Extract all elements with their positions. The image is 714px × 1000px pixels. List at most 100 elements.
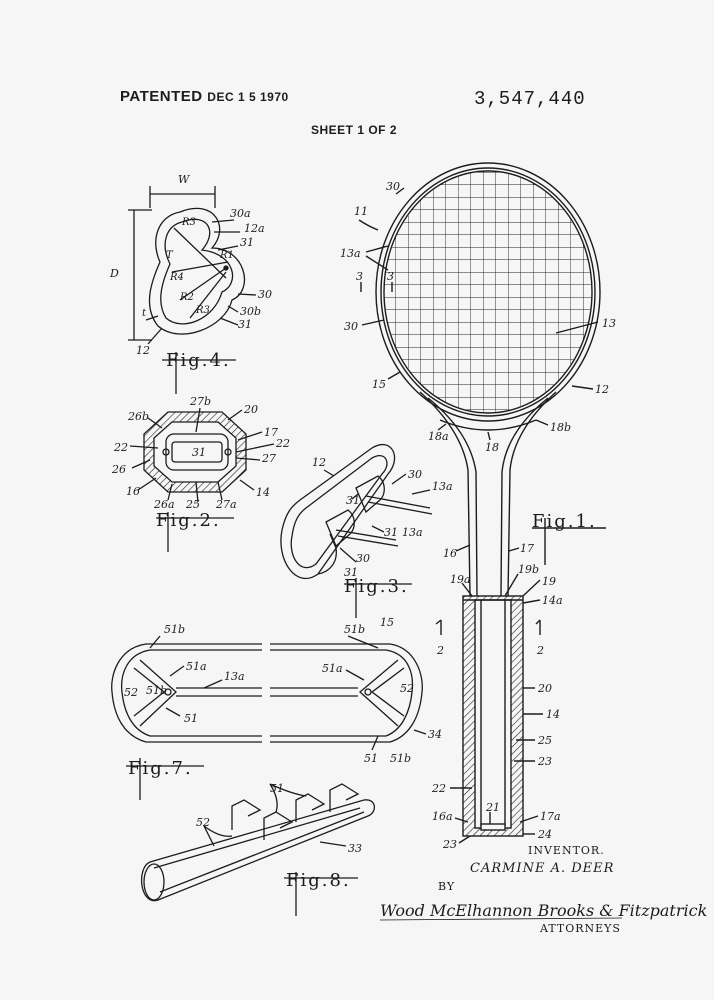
inventor-label: INVENTOR. xyxy=(528,844,605,857)
ref-18b: 18b xyxy=(550,421,571,434)
ref-13: 13 xyxy=(602,317,616,330)
figure-7-caption: Fig.7. xyxy=(128,758,193,779)
ref-25: 25 xyxy=(185,498,200,511)
ref-26a: 26a xyxy=(153,498,175,511)
ref-31: 31 xyxy=(192,446,206,459)
ref-section-2-left: 2 xyxy=(436,644,444,657)
dim-t: t xyxy=(142,308,147,319)
figure-1-labels: 11 30 13a 3 3 30 13 15 12 18a 18 18b Fig… xyxy=(340,180,616,851)
ref-31-top: 31 xyxy=(240,236,254,249)
figure-4-caption: Fig.4. xyxy=(166,350,231,371)
ref-13a: 13a xyxy=(340,247,361,260)
figure-2-handle-section xyxy=(129,407,275,552)
figure-2-caption: Fig.2. xyxy=(156,510,221,531)
ref-19a: 19a xyxy=(450,573,471,586)
ref-33: 33 xyxy=(348,842,362,855)
attorneys-label: ATTORNEYS xyxy=(539,922,621,935)
dim-T: T xyxy=(166,250,174,261)
ref-24: 24 xyxy=(537,828,552,841)
ref-51b-right-top: 51b xyxy=(344,623,365,636)
ref-12: 12 xyxy=(312,456,326,469)
ref-14: 14 xyxy=(546,708,560,721)
ref-11: 11 xyxy=(354,205,368,218)
ref-13a-bottom: 13a xyxy=(402,526,423,539)
ref-23-side: 23 xyxy=(537,755,552,768)
ref-30: 30 xyxy=(258,288,272,301)
ref-19: 19 xyxy=(542,575,556,588)
figure-1-caption: Fig.1. xyxy=(532,511,597,532)
ref-31-bottom: 31 xyxy=(238,318,252,331)
ref-22-right: 22 xyxy=(275,437,290,450)
by-label: BY xyxy=(438,880,455,893)
ref-51a-right: 51a xyxy=(322,662,343,675)
ref-30-top: 30 xyxy=(386,180,400,193)
patent-date: DEC 1 5 1970 xyxy=(207,90,289,104)
ref-30-top: 30 xyxy=(408,468,422,481)
ref-30a: 30a xyxy=(230,207,251,220)
ref-18a: 18a xyxy=(428,430,449,443)
ref-27b: 27b xyxy=(189,395,211,408)
ref-12: 12 xyxy=(595,383,609,396)
ref-20: 20 xyxy=(243,403,258,416)
ref-19b: 19b xyxy=(518,563,539,576)
dim-D: D xyxy=(109,267,119,280)
ref-12a: 12a xyxy=(244,222,265,235)
ref-22: 22 xyxy=(431,782,446,795)
dim-R4: R4 xyxy=(169,272,184,283)
figure-3-frame-perspective xyxy=(280,443,433,618)
ref-section-3-left: 3 xyxy=(356,270,363,283)
ref-23-bottom: 23 xyxy=(442,838,457,851)
ref-14a: 14a xyxy=(542,594,563,607)
ref-51a-left: 51a xyxy=(186,660,207,673)
ref-27a: 27a xyxy=(215,498,237,511)
dim-R3-top: R3 xyxy=(181,217,196,228)
figure-7-labels: 51b 51a 13a 52 51b 51 51b 15 51a 52 34 5… xyxy=(124,616,442,779)
patented-label: PATENTED xyxy=(120,88,203,105)
ref-34: 34 xyxy=(428,728,442,741)
figure-4-cross-section xyxy=(128,186,257,394)
ref-17a: 17a xyxy=(540,810,561,823)
ref-51-left: 51 xyxy=(184,712,198,725)
inventor-name: CARMINE A. DEER xyxy=(470,861,614,876)
ref-27: 27 xyxy=(261,452,276,465)
ref-30-bottom: 30 xyxy=(356,552,370,565)
ref-51b-left-mid: 51b xyxy=(146,684,167,697)
ref-31-top: 31 xyxy=(346,494,360,507)
ref-15: 15 xyxy=(380,616,394,629)
inventor-block: INVENTOR. CARMINE A. DEER BY Wood McElha… xyxy=(379,844,707,935)
ref-22-left: 22 xyxy=(113,441,128,454)
ref-26b: 26b xyxy=(127,410,149,423)
ref-30-side: 30 xyxy=(344,320,358,333)
ref-16: 16 xyxy=(126,485,140,498)
dim-R1: R1 xyxy=(219,250,234,261)
ref-51b-right-bottom: 51b xyxy=(390,752,411,765)
patented-date-stamp: PATENTED DEC 1 5 1970 xyxy=(120,88,289,105)
attorney-signature: Wood McElhannon Brooks & Fitzpatrick xyxy=(380,901,707,920)
ref-15: 15 xyxy=(372,378,386,391)
ref-51: 51 xyxy=(270,782,284,795)
dim-W: W xyxy=(178,173,191,186)
ref-16a: 16a xyxy=(432,810,453,823)
ref-20: 20 xyxy=(537,682,552,695)
ref-21: 21 xyxy=(485,801,500,814)
ref-31-bottom: 31 xyxy=(344,566,358,579)
figure-8-labels: 51 52 33 Fig.8. xyxy=(196,782,362,891)
ref-12: 12 xyxy=(136,344,150,357)
figure-3-caption: Fig.3. xyxy=(344,576,409,597)
ref-17: 17 xyxy=(264,426,278,439)
ref-51-right: 51 xyxy=(364,752,378,765)
figure-8-caption: Fig.8. xyxy=(286,870,351,891)
ref-13a: 13a xyxy=(224,670,245,683)
ref-51b-left-top: 51b xyxy=(164,623,185,636)
figure-3-labels: 12 30 13a 31 31 13a 30 31 Fig.3. xyxy=(312,456,453,597)
ref-16: 16 xyxy=(443,547,457,560)
ref-section-2-right: 2 xyxy=(536,644,544,657)
ref-13a-top: 13a xyxy=(432,480,453,493)
ref-52-left: 52 xyxy=(124,686,138,699)
ref-52: 52 xyxy=(196,816,210,829)
ref-30b: 30b xyxy=(240,305,261,318)
ref-section-3-right: 3 xyxy=(387,270,394,283)
figure-7-frame-inserts xyxy=(111,635,427,800)
